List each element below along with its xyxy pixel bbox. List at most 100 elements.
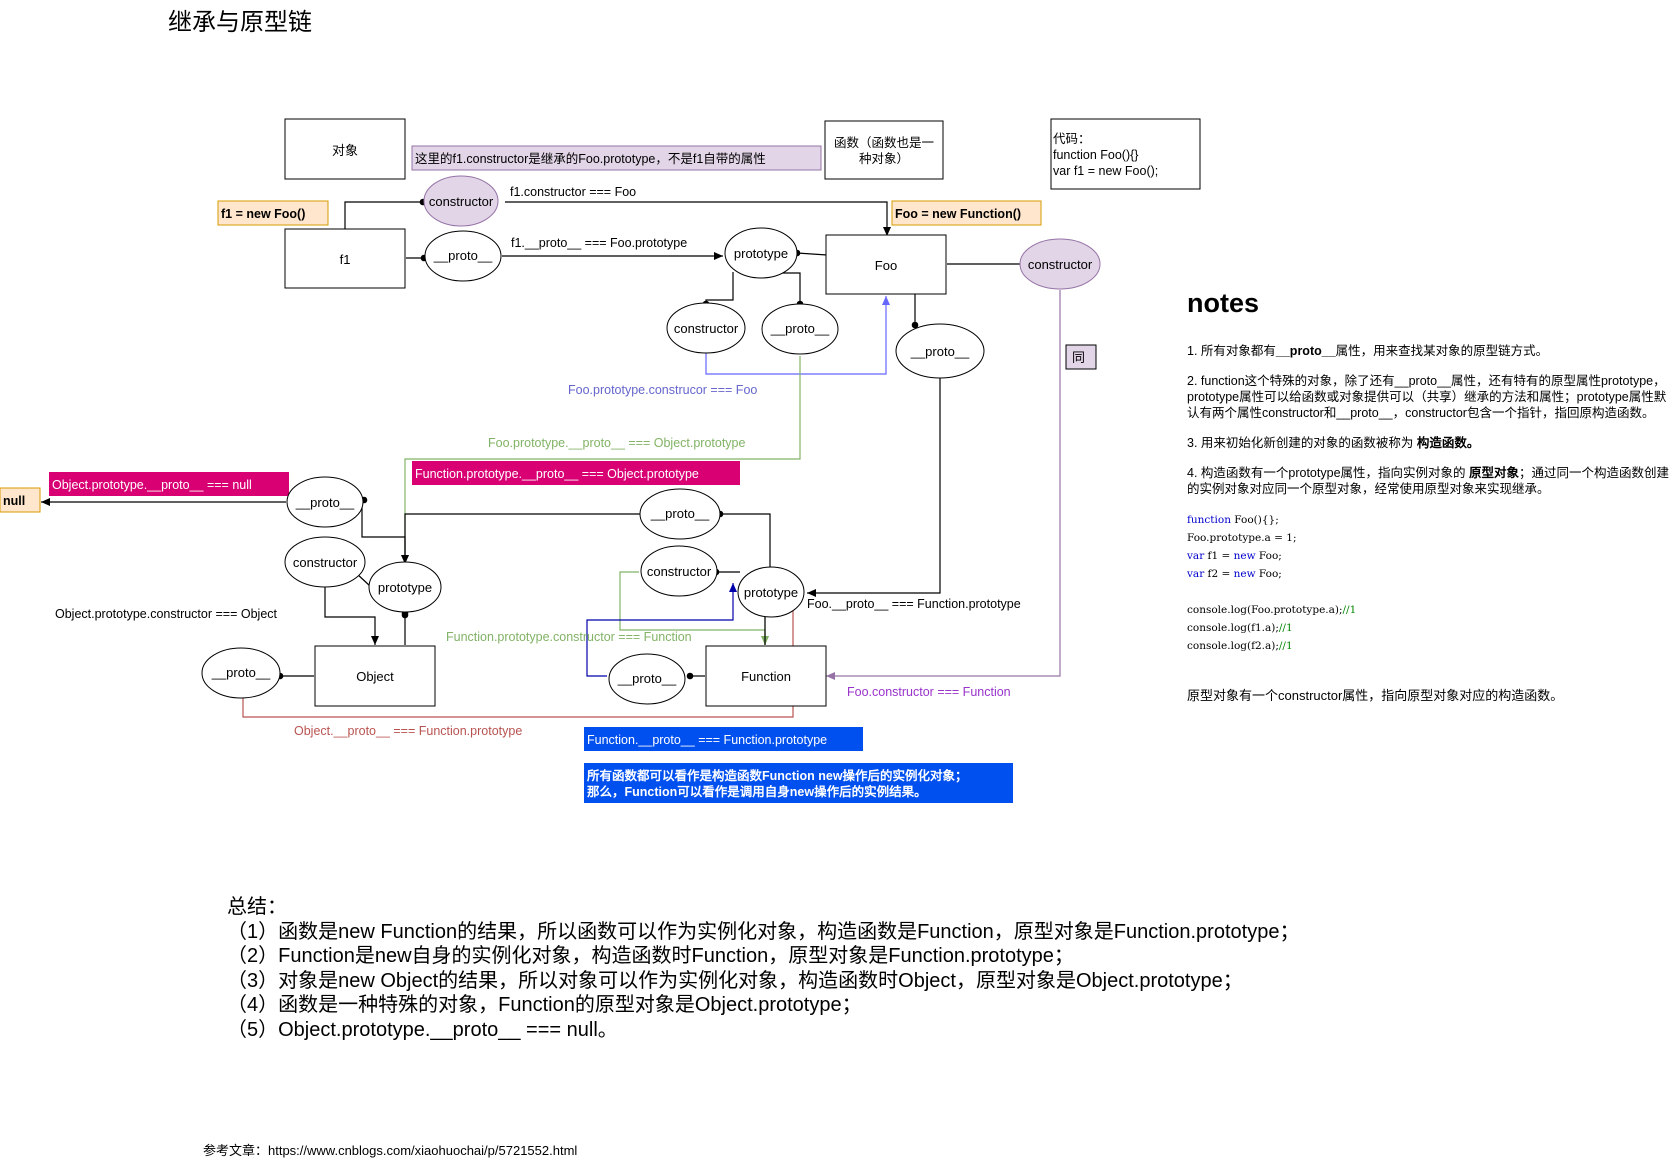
edge-foo-constructor-function bbox=[826, 290, 1061, 680]
tag-function-proto-function bbox=[584, 727, 863, 751]
node-f1-proto-label: __proto__ bbox=[433, 248, 493, 263]
node-foo-label: Foo bbox=[875, 258, 897, 273]
node-objectprototype-proto bbox=[286, 476, 364, 528]
summary-heading: 总结： bbox=[227, 896, 287, 918]
node-functionprototype-constructor-label: constructor bbox=[647, 564, 712, 579]
node-function-label: Function bbox=[741, 669, 791, 684]
tag-function-proto-object bbox=[412, 461, 740, 485]
summary-line: （4）函数是一种特殊的对象，Function的原型对象是Object.proto… bbox=[227, 994, 862, 1016]
code-line: console.log(Foo.prototype.a);//1 bbox=[1187, 604, 1357, 616]
code-box-line3: var f1 = new Foo(); bbox=[1053, 164, 1158, 178]
node-functionprototype-constructor bbox=[640, 545, 718, 597]
notes-code: function Foo(){}; Foo.prototype.a = 1; v… bbox=[1187, 511, 1677, 655]
summary: 总结： （1）函数是new Function的结果，所以函数可以作为实例化对象，… bbox=[227, 895, 1299, 1042]
node-function-prototype bbox=[737, 566, 805, 618]
edge-functionproto-self bbox=[586, 583, 737, 677]
edge-objectconstructor-object bbox=[324, 585, 379, 645]
node-f1-constructor bbox=[423, 175, 499, 227]
label-object-proto: Object.__proto__ === Function.prototype bbox=[294, 724, 522, 738]
node-fooprototype-proto-label: __proto__ bbox=[770, 321, 830, 336]
notes-item-3: 3. 用来初始化新创建的对象的函数被称为 构造函数。 bbox=[1187, 436, 1480, 450]
code-line: var f1 = new Foo; bbox=[1187, 550, 1282, 562]
code-box-line1: 代码： bbox=[1053, 132, 1091, 146]
node-object-prototype-label: prototype bbox=[378, 580, 432, 595]
node-object-proto bbox=[201, 647, 281, 699]
node-f1-constructor-label: constructor bbox=[429, 194, 494, 209]
tag-object-proto-null-text: Object.prototype.__proto__ === null bbox=[52, 478, 252, 492]
tag-function-proto-object-text: Function.prototype.__proto__ === Object.… bbox=[415, 467, 699, 481]
tag-all-functions-line1: 所有函数都可以看作是构造函数Function new操作后的实例化对象； bbox=[587, 768, 968, 783]
edge-fooproto-proto-objectproto bbox=[401, 356, 801, 564]
node-function-proto-label: __proto__ bbox=[617, 671, 677, 686]
notes-footer: 原型对象有一个constructor属性，指向原型对象对应的构造函数。 bbox=[1187, 688, 1564, 703]
edge-fooproto-constructor-foo bbox=[705, 296, 890, 375]
page-title: 继承与原型链 bbox=[168, 9, 312, 36]
edge-functionproto-proto bbox=[716, 510, 771, 567]
label-object-prototype-constructor: Object.prototype.constructor === Object bbox=[55, 607, 278, 621]
tag-same-text: 同 bbox=[1072, 350, 1085, 365]
label-function-prototype-constructor: Function.prototype.constructor === Funct… bbox=[446, 630, 692, 644]
node-function-proto bbox=[608, 653, 686, 705]
edge-constructor-foo bbox=[505, 201, 891, 236]
node-function bbox=[705, 645, 827, 707]
node-f1 bbox=[284, 228, 406, 289]
node-foo-proto-label: __proto__ bbox=[910, 344, 970, 359]
node-f1-proto bbox=[424, 230, 502, 282]
edge-fooproto-proto bbox=[770, 272, 804, 308]
summary-line: （5）Object.prototype.__proto__ === null。 bbox=[227, 1018, 618, 1041]
node-null bbox=[0, 487, 41, 513]
node-foo-prototype-label: prototype bbox=[734, 246, 788, 261]
edge-functionproto-proto-objectproto bbox=[401, 513, 640, 564]
node-functionprototype-proto-label: __proto__ bbox=[650, 506, 710, 521]
code-line: var f2 = new Foo; bbox=[1187, 568, 1282, 580]
node-foo-constructor-label: constructor bbox=[1028, 257, 1093, 272]
notes-item-2: 2. function这个特殊的对象，除了还有__proto__属性，还有特有的… bbox=[1187, 374, 1667, 420]
node-foo bbox=[825, 234, 947, 295]
node-object-prototype bbox=[368, 561, 442, 613]
node-fooprototype-constructor-label: constructor bbox=[674, 321, 739, 336]
node-f1-label: f1 bbox=[340, 252, 351, 267]
tag-function-proto-function-text: Function.__proto__ === Function.prototyp… bbox=[587, 733, 827, 747]
code-line: console.log(f1.a);//1 bbox=[1187, 622, 1293, 634]
notes-body: 1. 所有对象都有__proto__属性，用来查找某对象的原型链方式。 2. f… bbox=[1187, 343, 1677, 655]
notes-item-4: 4. 构造函数有一个prototype属性，指向实例对象的 原型对象；通过同一个… bbox=[1187, 466, 1670, 496]
node-foo-proto bbox=[895, 323, 985, 379]
edge-foo-prototype bbox=[793, 249, 828, 257]
tag-all-functions bbox=[584, 763, 1013, 803]
summary-line: （3）对象是new Object的结果，所以对象可以作为实例化对象，构造函数时O… bbox=[227, 969, 1243, 992]
edge-f1-constructor bbox=[344, 198, 427, 230]
label-foo-constructor: Foo.constructor === Function bbox=[847, 685, 1011, 699]
tag-foo-new-text: Foo = new Function() bbox=[895, 207, 1021, 221]
label-foo-prototype-constructor: Foo.prototype.construcor === Foo bbox=[568, 383, 757, 397]
tag-all-functions-line2: 那么，Function可以看作是调用自身new操作后的实例结果。 bbox=[587, 784, 927, 799]
code-box-line2: function Foo(){} bbox=[1053, 148, 1138, 162]
summary-line: （2）Function是new自身的实例化对象，构造函数时Function，原型… bbox=[227, 945, 1074, 967]
node-null-label: null bbox=[3, 494, 25, 508]
reference-link[interactable]: 参考文章：https://www.cnblogs.com/xiaohuochai… bbox=[203, 1143, 578, 1158]
node-foo-constructor bbox=[1019, 238, 1101, 290]
node-foo-prototype bbox=[724, 227, 798, 279]
legend-object: 对象 bbox=[332, 143, 358, 158]
node-objectprototype-constructor bbox=[284, 536, 366, 588]
code-line: function Foo(){}; bbox=[1187, 514, 1279, 526]
legend-function-box bbox=[824, 120, 944, 180]
tag-same bbox=[1065, 344, 1097, 370]
code-line: console.log(f2.a);//1 bbox=[1187, 640, 1293, 652]
constructor-note bbox=[411, 145, 822, 171]
code-box bbox=[1050, 118, 1201, 190]
legend-object-box bbox=[284, 118, 406, 180]
tag-f1-new-text: f1 = new Foo() bbox=[221, 207, 305, 221]
constructor-note-text: 这里的f1.constructor是继承的Foo.prototype，不是f1自… bbox=[415, 151, 766, 166]
edge-fooproto-constructor bbox=[702, 272, 734, 308]
notes-title: notes bbox=[1187, 288, 1260, 318]
code-line: Foo.prototype.a = 1; bbox=[1187, 532, 1297, 544]
legend-function-line2: 种对象） bbox=[859, 152, 909, 166]
node-objectprototype-proto-label: __proto__ bbox=[295, 495, 355, 510]
legend-function-line1: 函数（函数也是一 bbox=[834, 135, 934, 150]
node-fooprototype-proto bbox=[761, 303, 839, 355]
node-object-proto-label: __proto__ bbox=[211, 665, 271, 680]
edge-fooproto-functionproto bbox=[807, 378, 941, 597]
node-functionprototype-proto bbox=[639, 488, 721, 540]
tag-f1-new bbox=[217, 200, 329, 226]
